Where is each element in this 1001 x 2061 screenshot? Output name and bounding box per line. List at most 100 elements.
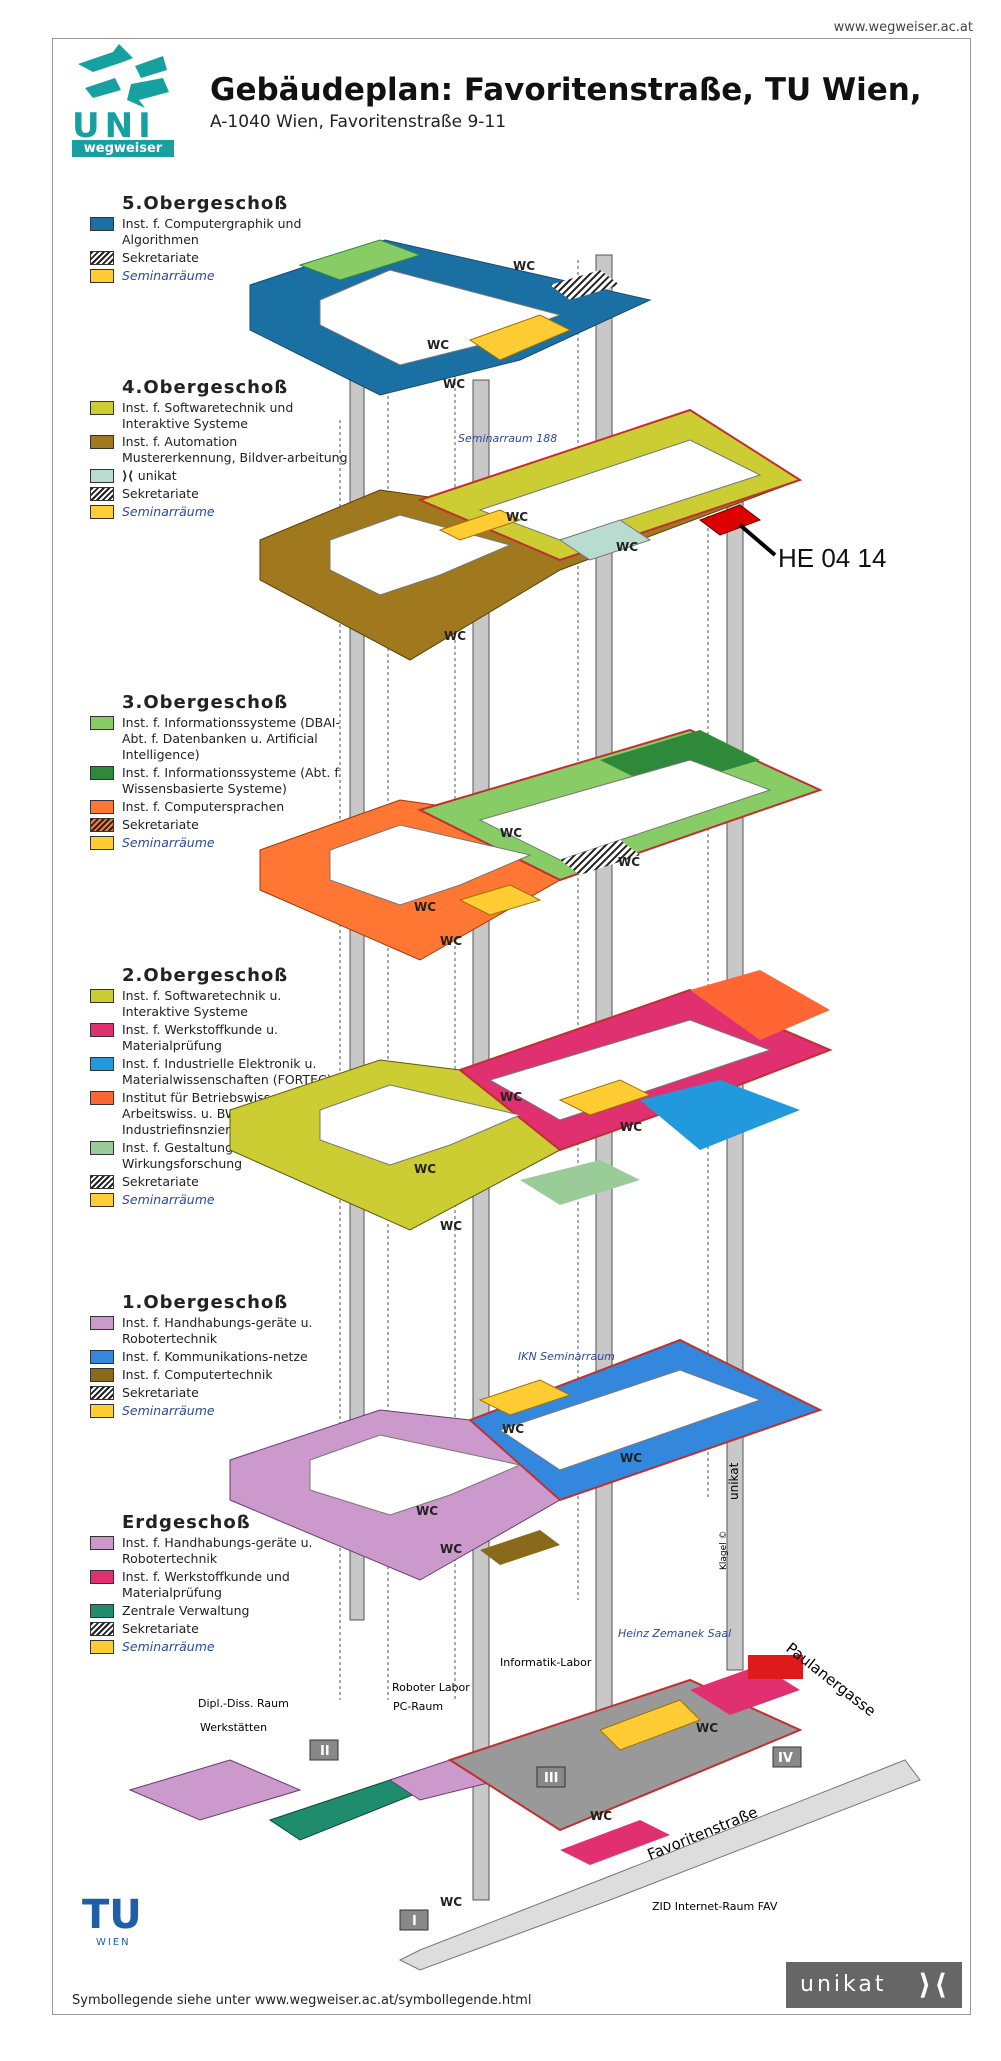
legend-item: Sekretariate xyxy=(90,1621,350,1637)
wc-label: WC xyxy=(620,1451,642,1465)
tu-wien-logo[interactable]: TU WIEN xyxy=(82,1893,148,1955)
legend-label: Inst. f. Automation Mustererkennung, Bil… xyxy=(122,434,348,465)
legend-label: Seminarräume xyxy=(122,1639,215,1654)
uni-wegweiser-logo[interactable]: UNI wegweiser xyxy=(68,40,178,157)
legend-label: Sekretariate xyxy=(122,1621,199,1636)
legend-label: Inst. f. Softwaretechnik und Interaktive… xyxy=(122,400,294,431)
legend-swatch xyxy=(90,1175,114,1189)
legend-swatch xyxy=(90,1404,114,1418)
legend-floor-title: 3.Obergeschoß xyxy=(122,692,289,713)
label-dipl-diss-raum: Dipl.-Diss. Raum xyxy=(198,1697,289,1710)
legend-item: Inst. f. Gestaltungs- u. Wirkungsforschu… xyxy=(90,1140,350,1172)
legend-item: Inst. f. Computersprachen xyxy=(90,799,350,815)
legend-label: Seminarräume xyxy=(122,1403,215,1418)
legend-item: Inst. f. Informationssysteme (Abt. f. Wi… xyxy=(90,765,350,797)
tu-logo-wien: WIEN xyxy=(96,1937,131,1948)
label-ikn-seminarraum: IKN Seminarraum xyxy=(518,1350,615,1363)
entrance-i: I xyxy=(412,1914,417,1929)
page-title: Gebäudeplan: Favoritenstraße, TU Wien, xyxy=(210,72,922,108)
legend-label: Inst. f. Handhabungs-geräte u. Roboterte… xyxy=(122,1535,313,1566)
legend-label: Sekretariate xyxy=(122,1385,199,1400)
legend-item: Seminarräume xyxy=(90,835,350,851)
legend-swatch xyxy=(90,487,114,501)
legend-swatch xyxy=(90,505,114,519)
legend-item: Inst. f. Handhabungs-geräte u. Roboterte… xyxy=(90,1315,350,1347)
label-seminarraum-188: Seminarraum 188 xyxy=(458,432,557,445)
floor-5-plan xyxy=(249,239,652,396)
svg-text:unikat: unikat xyxy=(727,1462,741,1500)
legend-item: ⟩⟨ unikat xyxy=(90,468,350,484)
legend-item: Sekretariate xyxy=(90,817,350,833)
wc-label: WC xyxy=(440,1542,462,1556)
entrance-iii: III xyxy=(544,1771,559,1786)
legend-swatch xyxy=(90,1640,114,1654)
legend-swatch xyxy=(90,1141,114,1155)
legend-item: Inst. f. Computertechnik xyxy=(90,1367,350,1383)
street-paulanergasse: Paulanergasse xyxy=(783,1639,880,1720)
legend-item: Inst. f. Softwaretechnik und Interaktive… xyxy=(90,400,350,432)
legend-item: Inst. f. Kommunikations-netze xyxy=(90,1349,350,1365)
legend-swatch xyxy=(90,217,114,231)
label-zid-internet-raum: ZID Internet-Raum FAV xyxy=(652,1900,778,1913)
legend-label: Seminarräume xyxy=(122,835,215,850)
wc-label: WC xyxy=(616,540,638,554)
legend-floor-title: Erdgeschoß xyxy=(122,1512,251,1533)
legend-swatch xyxy=(90,401,114,415)
wc-label: WC xyxy=(696,1721,718,1735)
legend-swatch xyxy=(90,766,114,780)
legend-item: Sekretariate xyxy=(90,250,350,266)
wc-label: WC xyxy=(502,1422,524,1436)
legend-swatch xyxy=(90,435,114,449)
legend-swatch xyxy=(90,989,114,1003)
legend-item: Zentrale Verwaltung xyxy=(90,1603,350,1619)
legend-swatch xyxy=(90,251,114,265)
legend-label: Sekretariate xyxy=(122,486,199,501)
wc-label: WC xyxy=(440,1895,462,1909)
legend-item: Seminarräume xyxy=(90,1403,350,1419)
legend-label: Sekretariate xyxy=(122,817,199,832)
legend-floor-title: 2.Obergeschoß xyxy=(122,965,289,986)
logo-uni-text: UNI xyxy=(72,106,156,146)
legend-item: Seminarräume xyxy=(90,504,350,520)
legend-swatch xyxy=(90,1193,114,1207)
legend-label: Inst. f. Computergraphik und Algorithmen xyxy=(122,216,302,247)
legend-floor-title: 5.Obergeschoß xyxy=(122,193,289,214)
site-url[interactable]: www.wegweiser.ac.at xyxy=(833,20,973,35)
legend-label: Seminarräume xyxy=(122,504,215,519)
legend-swatch xyxy=(90,1350,114,1364)
wc-label: WC xyxy=(414,1162,436,1176)
legend-swatch xyxy=(90,1536,114,1550)
wc-label: WC xyxy=(500,1090,522,1104)
station-sign xyxy=(748,1655,803,1679)
svg-text:Klagel ©: Klagel © xyxy=(719,1530,729,1570)
floor-3-plan xyxy=(259,728,823,961)
legend-swatch xyxy=(90,1316,114,1330)
page-address: A-1040 Wien, Favoritenstraße 9-11 xyxy=(210,112,507,132)
he-0414-pointer xyxy=(738,523,777,557)
unikat-logo[interactable]: unikat ⟩⟨ xyxy=(786,1962,962,2008)
legend-label: Inst. f. Werkstoffkunde u. Materialprüfu… xyxy=(122,1022,278,1053)
floor-2-plan xyxy=(229,970,833,1231)
unikat-mark-icon: ⟩⟨ xyxy=(122,468,138,483)
wc-label: WC xyxy=(620,1120,642,1134)
legend-swatch xyxy=(90,269,114,283)
legend-label: Zentrale Verwaltung xyxy=(122,1603,250,1618)
symbol-legend-note[interactable]: Symbollegende siehe unter www.wegweiser.… xyxy=(72,1993,532,2008)
legend-floor-title: 1.Obergeschoß xyxy=(122,1292,289,1313)
legend-label: Seminarräume xyxy=(122,268,215,283)
wc-labels: WC WC WC WC WC WC WC WC WC WC WC WC WC W… xyxy=(414,259,718,1909)
page-frame xyxy=(52,38,971,2015)
wc-label: WC xyxy=(444,629,466,643)
entrance-iv: IV xyxy=(778,1751,793,1766)
legend-swatch xyxy=(90,469,114,483)
wc-label: WC xyxy=(618,855,640,869)
legend-swatch xyxy=(90,1622,114,1636)
legend-swatch xyxy=(90,1604,114,1618)
wc-label: WC xyxy=(414,900,436,914)
legend-label: Inst. f. Handhabungs-geräte u. Roboterte… xyxy=(122,1315,313,1346)
legend-label: Inst. f. Informationssysteme (DBAI-Abt. … xyxy=(122,715,340,762)
